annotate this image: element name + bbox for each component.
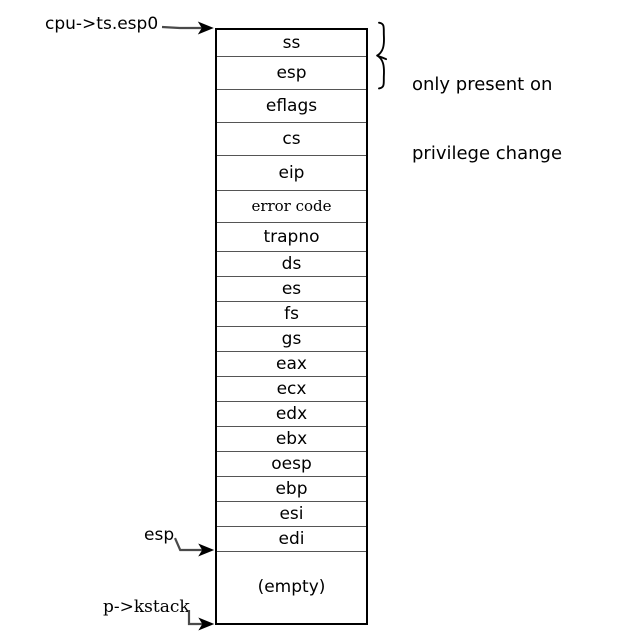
stack-slot-cs: cs (217, 123, 366, 156)
stack-slot-trapno: trapno (217, 223, 366, 252)
privilege-change-brace (376, 21, 388, 90)
stack-slot-oesp: oesp (217, 452, 366, 477)
privilege-change-note-line2: privilege change (412, 143, 563, 165)
stack-slot-label: eip (278, 162, 305, 183)
stack-slot-ss: ss (217, 30, 366, 57)
stack-slot-label: ebx (275, 428, 308, 449)
stack-slot-label: oesp (271, 453, 312, 474)
stack-slot-es: es (217, 277, 366, 302)
stack-slot-eax: eax (217, 352, 366, 377)
privilege-change-note: only present on privilege change (412, 27, 562, 211)
stack-slot-label: eax (276, 353, 307, 374)
pointer-arrow-p-kstack (187, 610, 214, 631)
stack-slot-label: ds (281, 253, 302, 274)
stack-slot-label: edi (278, 528, 305, 549)
stack-slot-ebp: ebp (217, 477, 366, 502)
kernel-stack-box: ss esp eflags cs eip error code trapno ds es fs gs… (215, 28, 368, 625)
stack-slot-label: es (281, 278, 302, 299)
stack-slot-label: eflags (265, 95, 318, 116)
stack-slot-eflags: eflags (217, 90, 366, 123)
stack-slot-error-code: error code (217, 191, 366, 223)
stack-slot--empty-: (empty) (217, 552, 366, 623)
stack-slot-label: fs (284, 303, 299, 324)
stack-slot-label: trapno (263, 226, 320, 247)
pointer-label-p-kstack: p->kstack (103, 597, 190, 617)
stack-slot-edx: edx (217, 402, 366, 427)
pointer-label-cpu-ts-esp0: cpu->ts.esp0 (45, 14, 159, 34)
pointer-label-esp: esp (144, 525, 175, 545)
stack-slot-label: cs (282, 128, 301, 149)
stack-slot-label: ebp (275, 478, 308, 499)
stack-slot-label: esp (276, 62, 307, 83)
stack-slot-label: gs (281, 328, 302, 349)
stack-slot-gs: gs (217, 327, 366, 352)
stack-slot-label: ecx (276, 378, 307, 399)
privilege-change-note-line1: only present on (412, 74, 553, 96)
stack-slot-label: esi (279, 503, 304, 524)
stack-slot-esi: esi (217, 502, 366, 527)
stack-slot-eip: eip (217, 156, 366, 191)
stack-slot-fs: fs (217, 302, 366, 327)
pointer-arrow-cpu-ts-esp0 (162, 21, 214, 35)
stack-slot-label: error code (251, 197, 332, 215)
pointer-arrow-esp (173, 537, 214, 557)
stack-slot-esp: esp (217, 57, 366, 90)
stack-slot-ds: ds (217, 252, 366, 277)
stack-slot-label: ss (282, 32, 301, 53)
stack-slot-label: edx (275, 403, 308, 424)
stack-slot-ebx: ebx (217, 427, 366, 452)
stack-slot-ecx: ecx (217, 377, 366, 402)
stack-slot-edi: edi (217, 527, 366, 552)
stack-slot-label: (empty) (257, 577, 326, 597)
